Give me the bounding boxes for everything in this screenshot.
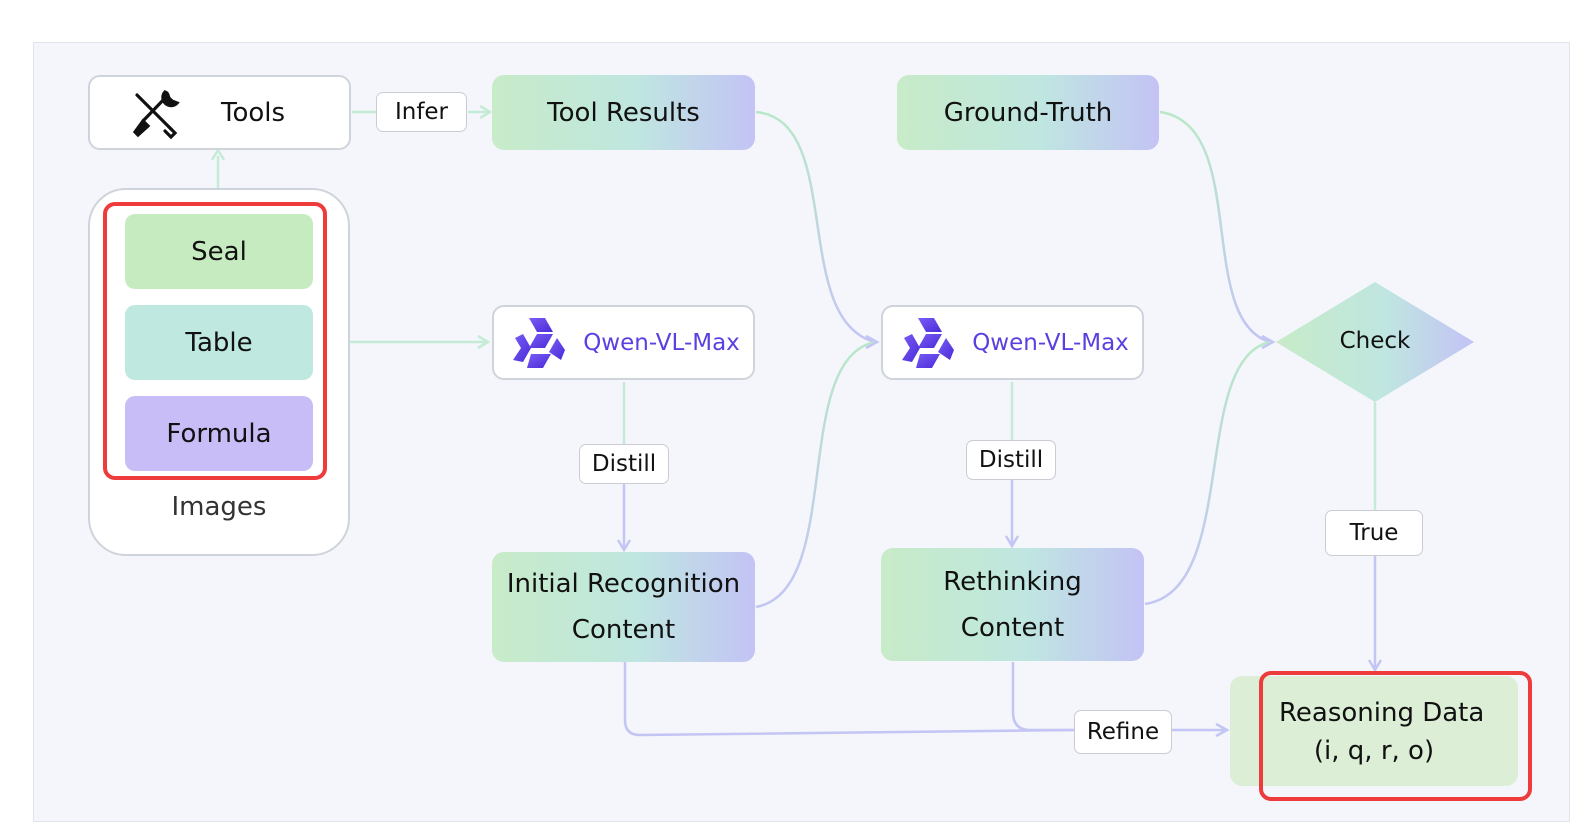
check-label: Check — [1339, 328, 1411, 354]
qwen-logo-icon — [507, 314, 566, 372]
edge-rethinking-check — [1144, 340, 1271, 606]
qwen-vl-max-node-1: Qwen-VL-Max — [492, 305, 755, 380]
qwen-logo-icon — [896, 314, 955, 372]
tools-icon — [128, 89, 180, 141]
edge-distill2-arrow — [1004, 535, 1020, 549]
output-highlight-frame — [1259, 671, 1532, 801]
edge-rethinking-refine — [1011, 662, 1075, 732]
rethinking-content-node: Rethinking Content — [881, 548, 1144, 661]
reasoning-data-node — [1230, 676, 1518, 786]
distill-label-2: Distill — [966, 440, 1056, 480]
edge-infer-arrow — [479, 104, 493, 120]
rethinking-line1: Rethinking — [943, 566, 1082, 597]
edge-initial-qwen2 — [755, 340, 876, 609]
refine-label: Refine — [1074, 710, 1172, 754]
images-label: Images — [171, 492, 267, 522]
initial-recognition-line2: Content — [571, 615, 676, 645]
qwen-vl-max-node-2: Qwen-VL-Max — [881, 305, 1144, 380]
reasoning-data-line2: (i, q, r, o) — [1313, 736, 1435, 766]
edge-images-qwen1-arrow — [477, 334, 491, 350]
true-label: True — [1325, 510, 1423, 556]
edge-groundtruth-check — [1159, 110, 1271, 344]
tools-node: Tools — [88, 75, 351, 150]
edge-initial-refine — [623, 662, 1076, 737]
qwen-label-2: Qwen-VL-Max — [972, 329, 1129, 356]
qwen-label-1: Qwen-VL-Max — [583, 329, 740, 356]
edge-toolresults-qwen2 — [755, 110, 876, 344]
seal-node: Seal — [125, 214, 313, 289]
edge-images-tools-arrow — [210, 147, 226, 161]
infer-label: Infer — [376, 92, 467, 132]
tools-label: Tools — [221, 97, 286, 128]
initial-recognition-line1: Initial Recognition — [506, 569, 741, 599]
check-diamond — [1276, 282, 1474, 402]
edge-refine-arrow — [1215, 722, 1230, 738]
formula-node: Formula — [125, 396, 313, 471]
edge-distill1-arrow — [616, 539, 632, 553]
edge-check-arrow — [1261, 334, 1276, 350]
edge-true-arrow — [1367, 659, 1383, 673]
edge-qwen2-arrow — [865, 334, 880, 350]
distill-label-1: Distill — [579, 444, 669, 484]
tool-results-node: Tool Results — [492, 75, 755, 150]
ground-truth-node: Ground-Truth — [897, 75, 1159, 150]
initial-recognition-node: Initial Recognition Content — [492, 552, 755, 662]
inputs-highlight-frame — [103, 202, 327, 480]
rethinking-line2: Content — [960, 612, 1065, 643]
table-node: Table — [125, 305, 313, 380]
reasoning-data-line1: Reasoning Data — [1279, 698, 1485, 728]
